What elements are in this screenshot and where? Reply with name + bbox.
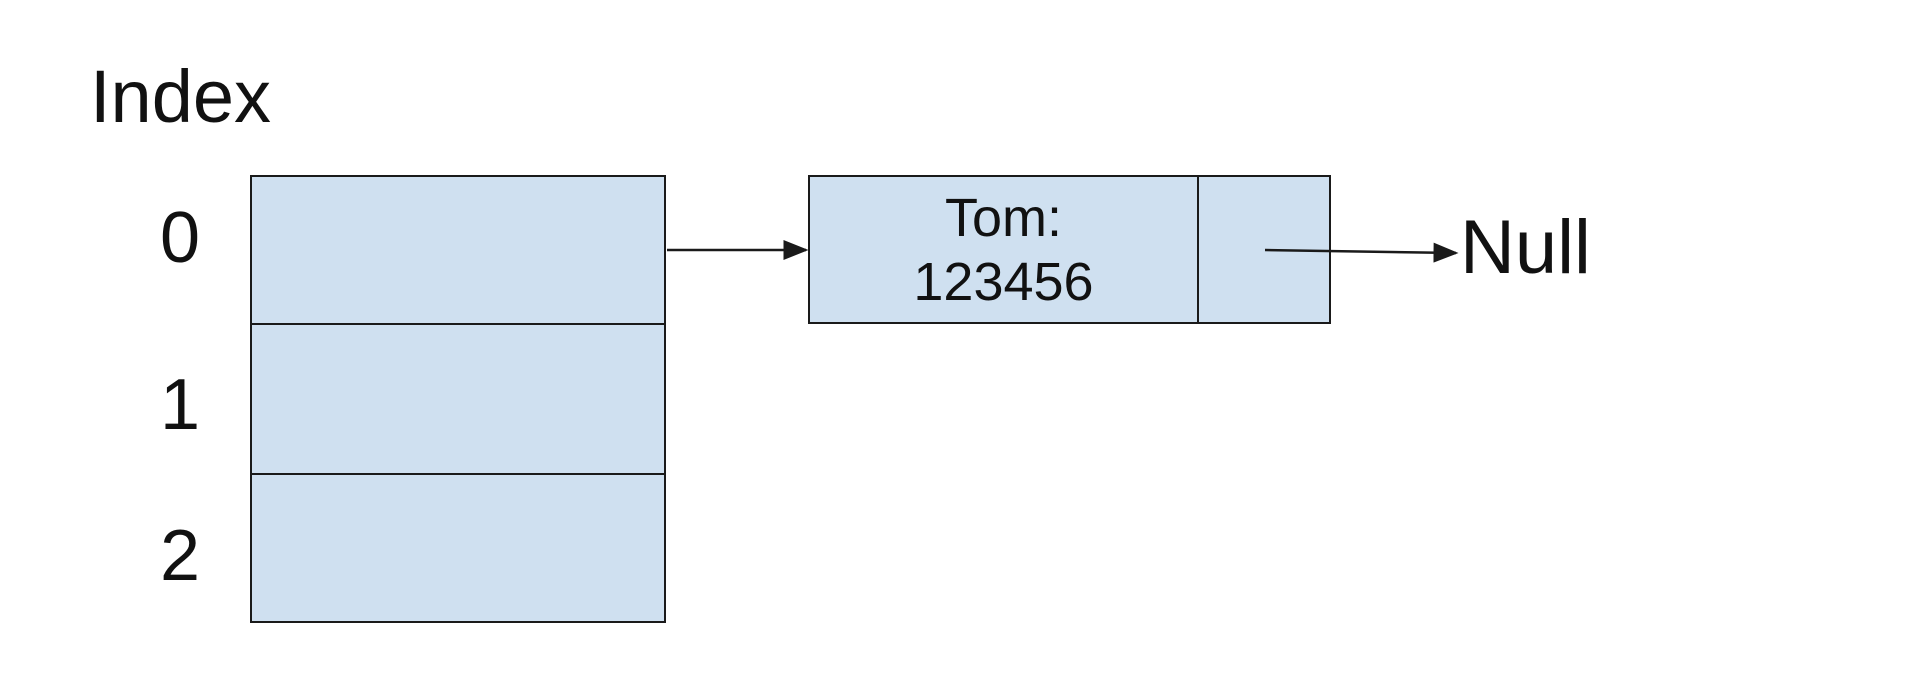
- linked-node-data-cell: Tom: 123456: [808, 175, 1199, 324]
- null-terminal-label: Null: [1460, 205, 1591, 290]
- index-label-1: 1: [159, 365, 201, 445]
- index-label-2: 2: [159, 516, 201, 596]
- index-heading: Index: [90, 55, 272, 138]
- bucket-cell-0: [250, 175, 666, 325]
- bucket-cell-2: [250, 473, 666, 623]
- node-value-text: 123456: [913, 251, 1094, 312]
- index-label-0: 0: [159, 198, 201, 278]
- node-key-text: Tom:: [944, 187, 1063, 248]
- linked-node-next-pointer-cell: [1197, 175, 1331, 324]
- bucket-cell-1: [250, 323, 666, 475]
